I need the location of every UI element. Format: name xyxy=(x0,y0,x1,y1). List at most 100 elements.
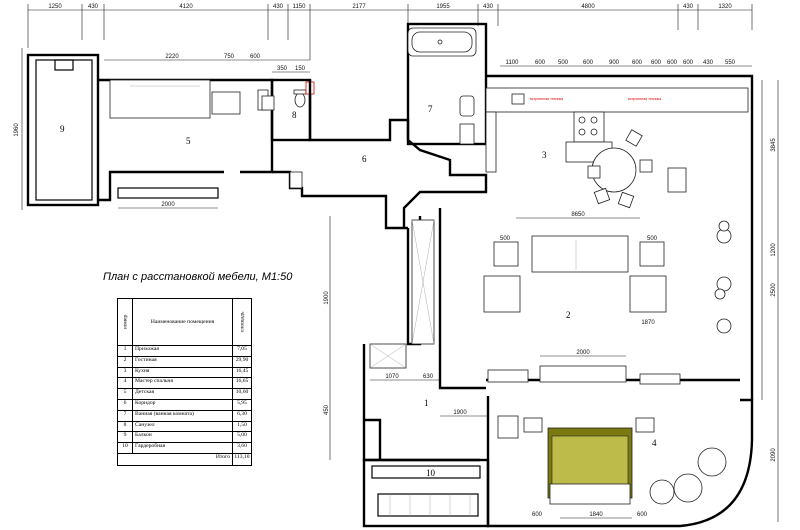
corridor xyxy=(272,80,488,230)
row-name: Гардеробная xyxy=(133,443,233,453)
dim-label: 600 xyxy=(583,60,594,66)
dim-label: 600 xyxy=(651,60,662,66)
row-name: Мастер спальня xyxy=(133,378,233,389)
dim-label: 430 xyxy=(273,4,284,10)
dim-label: 430 xyxy=(683,4,694,10)
kitchen: встроенная техника встроенная техника xyxy=(485,74,754,400)
row-name: Кухня xyxy=(133,367,233,378)
room-number: 4 xyxy=(652,438,657,448)
dim-label: 500 xyxy=(647,236,658,242)
inner-dimension-row: 2220 750 600 350 150 1100 600 500 600 90… xyxy=(104,54,752,73)
row-number: 2 xyxy=(118,356,133,367)
total-label: Итого xyxy=(118,453,233,465)
row-area: 16,65 xyxy=(235,378,249,385)
room-number: 2 xyxy=(566,310,571,320)
dim-label: 150 xyxy=(295,66,306,72)
room-number: 8 xyxy=(292,110,297,120)
dim-label: 350 xyxy=(277,66,288,72)
dim-label: 2220 xyxy=(165,54,179,60)
living-room: 8650 500 500 1870 2000 xyxy=(406,208,740,390)
row-number: 9 xyxy=(118,432,133,443)
legend-col-number: номер xyxy=(122,314,129,330)
wc-room xyxy=(261,78,315,142)
master-bedroom: 1840 600 600 xyxy=(486,396,754,528)
left-dimension-chain: 1960 1900 450 xyxy=(14,48,331,460)
row-number: 5 xyxy=(118,389,133,399)
row-area: 5,00 xyxy=(237,432,247,439)
legend-total-row: Итого 113,10 xyxy=(118,453,251,465)
dim-label: 500 xyxy=(558,60,569,66)
row-name: Санузел xyxy=(133,421,233,432)
dim-label: 2500 xyxy=(771,283,777,297)
dim-label: 450 xyxy=(324,404,330,415)
dim-label: 4120 xyxy=(179,4,193,10)
row-area: 10,60 xyxy=(235,389,249,396)
dim-label: 2000 xyxy=(576,350,590,356)
room-number: 7 xyxy=(428,104,433,114)
dim-label: 430 xyxy=(703,60,714,66)
dim-label: 1870 xyxy=(641,320,655,326)
dim-label: 430 xyxy=(483,4,494,10)
row-name: Ванная (ванная комната) xyxy=(133,410,233,421)
total-area: 113,10 xyxy=(234,453,250,460)
dim-label: 2177 xyxy=(352,4,366,10)
row-number: 7 xyxy=(118,410,133,421)
dim-label: 600 xyxy=(532,512,543,518)
row-area: 7,05 xyxy=(237,346,247,352)
bathroom xyxy=(406,22,488,146)
row-area: 5,95 xyxy=(237,399,247,406)
dim-label: 550 xyxy=(725,60,736,66)
row-area: 16,45 xyxy=(235,367,249,374)
row-area: 29,90 xyxy=(235,356,249,363)
dim-label: 1840 xyxy=(589,512,603,518)
row-number: 8 xyxy=(118,421,133,432)
dim-label: 8650 xyxy=(571,212,585,218)
dim-label: 430 xyxy=(88,4,99,10)
dim-label: 600 xyxy=(632,60,643,66)
room-number: 9 xyxy=(60,124,65,134)
right-dimension-chain: 3845 1200 2500 2090 xyxy=(761,80,779,522)
dim-label: 600 xyxy=(667,60,678,66)
dim-label: 600 xyxy=(250,54,261,60)
dim-label: 1900 xyxy=(324,291,330,305)
dim-label: 3845 xyxy=(771,138,777,152)
row-number: 10 xyxy=(118,443,133,453)
dim-label: 1070 xyxy=(385,374,399,380)
dim-label: 600 xyxy=(637,512,648,518)
dim-label: 1960 xyxy=(14,123,20,137)
dim-label: 630 xyxy=(423,374,434,380)
row-name: Коридор xyxy=(133,399,233,410)
row-area: 6,30 xyxy=(237,410,247,417)
row-number: 3 xyxy=(118,367,133,378)
legend-header: номер Наименование помещения площадь xyxy=(118,299,251,346)
row-number: 6 xyxy=(118,399,133,410)
row-number: 1 xyxy=(118,346,133,356)
room-number: 6 xyxy=(362,154,367,164)
dim-label: 1150 xyxy=(293,4,307,10)
row-area: 1,50 xyxy=(237,421,247,428)
childrens-room: 2000 xyxy=(98,78,274,209)
dim-label: 2000 xyxy=(161,202,175,208)
row-area: 3,60 xyxy=(237,443,247,450)
room-number: 1 xyxy=(424,398,429,408)
room-number: 3 xyxy=(542,150,547,160)
row-name: Балкон xyxy=(133,432,233,443)
dim-label: 1200 xyxy=(771,243,777,257)
dim-label: 600 xyxy=(683,60,694,66)
legend-col-area: площадь xyxy=(239,311,245,333)
dim-label: 500 xyxy=(500,236,511,242)
row-name: Детская xyxy=(133,389,233,399)
dim-label: 1250 xyxy=(48,4,62,10)
dim-label: 900 xyxy=(609,60,620,66)
